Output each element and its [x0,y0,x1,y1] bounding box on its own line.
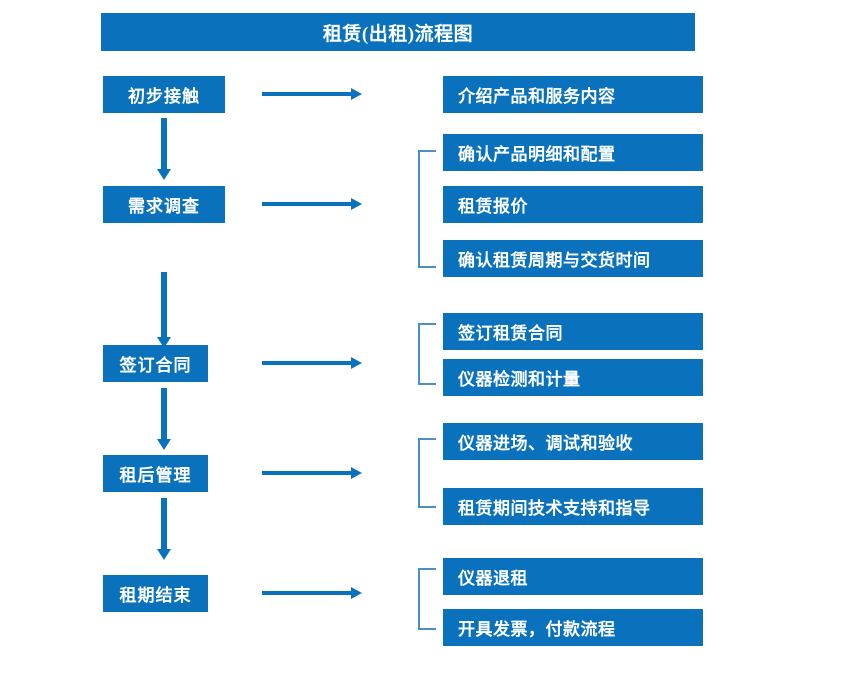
group-bracket-5 [418,568,436,630]
arrow-head-icon [157,337,171,348]
stage-box-4: 租后管理 [103,455,208,492]
flow-arrow-down-3 [157,388,171,450]
detail-box-2-2: 租赁报价 [443,186,703,223]
arrow-shaft [262,361,351,365]
detail-box-2-1: 确认产品明细和配置 [443,134,703,171]
arrow-shaft [161,118,167,169]
arrow-head-icon [351,357,362,369]
page-title: 租赁(出租)流程图 [101,13,695,51]
flow-arrow-right-1 [262,88,362,100]
flow-arrow-right-4 [262,467,362,479]
arrow-head-icon [351,467,362,479]
detail-box-4-2: 租赁期间技术支持和指导 [443,488,703,525]
detail-box-3-2: 仪器检测和计量 [443,359,703,396]
arrow-shaft [262,471,351,475]
arrow-head-icon [351,198,362,210]
group-bracket-3 [418,323,436,385]
stage-box-5: 租期结束 [103,575,208,612]
arrow-head-icon [157,169,171,180]
arrow-shaft [161,498,167,549]
arrow-head-icon [157,549,171,560]
flow-arrow-right-5 [262,587,362,599]
arrow-shaft [161,272,167,337]
detail-box-2-3: 确认租赁周期与交货时间 [443,240,703,277]
arrow-shaft [161,388,167,439]
flow-arrow-right-3 [262,357,362,369]
detail-box-3-1: 签订租赁合同 [443,313,703,350]
stage-box-3: 签订合同 [103,345,208,382]
arrow-head-icon [351,587,362,599]
arrow-head-icon [351,88,362,100]
group-bracket-4 [418,438,436,508]
detail-box-5-1: 仪器退租 [443,558,703,595]
stage-box-2: 需求调查 [103,186,225,223]
arrow-shaft [262,591,351,595]
detail-box-4-1: 仪器进场、调试和验收 [443,423,703,460]
detail-box-5-2: 开具发票，付款流程 [443,609,703,646]
arrow-shaft [262,92,351,96]
group-bracket-2 [418,150,436,268]
flow-arrow-down-1 [157,118,171,180]
arrow-head-icon [157,439,171,450]
flow-arrow-down-2 [157,272,171,348]
flow-arrow-down-4 [157,498,171,560]
arrow-shaft [262,202,351,206]
stage-box-1: 初步接触 [103,76,225,113]
flow-arrow-right-2 [262,198,362,210]
detail-box-1-1: 介绍产品和服务内容 [443,76,703,113]
